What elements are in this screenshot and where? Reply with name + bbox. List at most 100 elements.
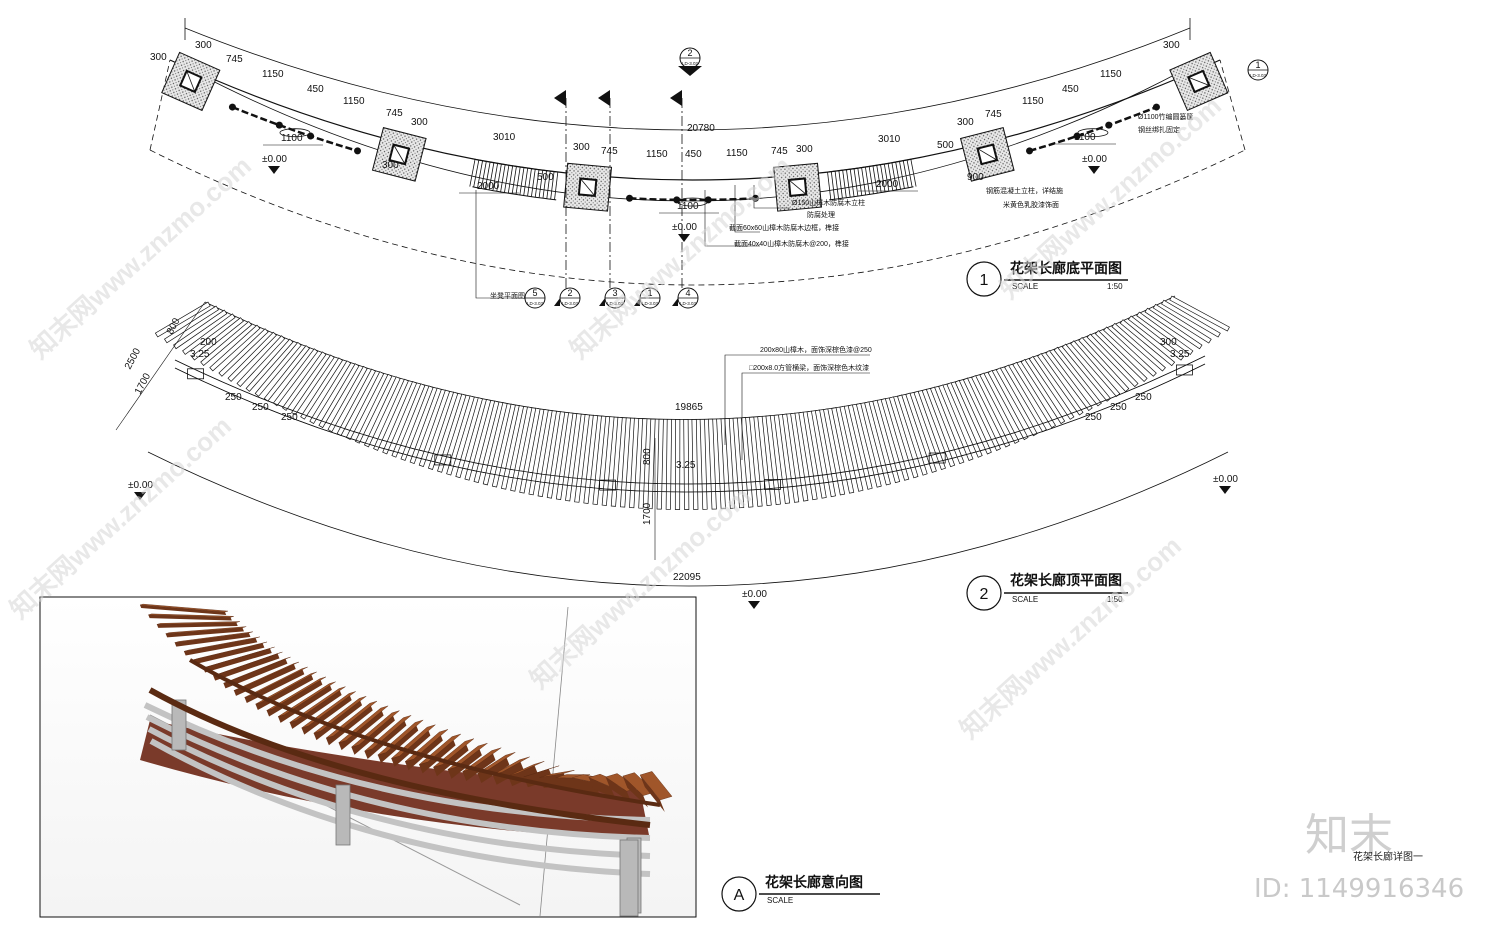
roof-slat xyxy=(1053,346,1102,407)
perspective-slat-side xyxy=(462,750,496,782)
dimension-label: 200 xyxy=(200,337,217,348)
roof-slat xyxy=(708,418,717,510)
column-block xyxy=(773,162,823,212)
dimension-label: 745 xyxy=(226,54,243,65)
perspective-slat-side xyxy=(193,643,265,665)
perspective-slat xyxy=(266,676,327,711)
bench-slat xyxy=(504,165,510,193)
section-mark: 5LD-3.03 xyxy=(524,287,546,309)
bench-edge xyxy=(472,158,557,173)
perspective-slat-side xyxy=(588,777,616,799)
perspective-corridor xyxy=(139,603,673,917)
roof-slat xyxy=(872,399,901,484)
bench-slat xyxy=(891,162,898,191)
roof-slat xyxy=(716,418,726,510)
post xyxy=(1152,103,1160,111)
perspective-slat-side xyxy=(140,605,227,615)
roof-slat xyxy=(345,371,385,440)
dimension-label: 450 xyxy=(1062,84,1079,95)
perspective-slat xyxy=(523,765,560,778)
perspective-slat xyxy=(183,636,260,652)
svg-text:5: 5 xyxy=(532,288,537,298)
title-a-text: 花架长廊意向图 xyxy=(765,874,863,890)
post xyxy=(673,196,681,204)
dimension-label: 745 xyxy=(985,109,1002,120)
roof-slat xyxy=(962,377,1001,451)
annotation-note: 防腐处理 xyxy=(807,210,835,219)
roof-slat xyxy=(291,354,335,416)
roof-slat xyxy=(864,401,891,486)
post xyxy=(626,194,634,202)
dimension-label: 1150 xyxy=(262,69,284,80)
brand-logo: 知末 xyxy=(1305,810,1393,861)
roof-slat xyxy=(1037,353,1084,416)
floor-plan-drawing xyxy=(149,18,1246,286)
perspective-slat xyxy=(508,761,545,777)
perspective-slat-side xyxy=(156,622,238,628)
planter-basket xyxy=(677,197,708,207)
dimension-label: 1150 xyxy=(343,96,365,107)
bench-slat xyxy=(496,163,502,192)
roof-slat xyxy=(790,412,809,502)
column-block xyxy=(371,126,427,182)
dimension-label: 250 xyxy=(1085,412,1102,423)
dimension-label: 250 xyxy=(1110,402,1127,413)
bench-edge xyxy=(829,186,914,201)
annotation-note: 截面40x40山樟木防腐木@200，榫接 xyxy=(734,239,849,248)
bench-edge xyxy=(472,186,557,201)
bench-slat xyxy=(861,167,867,196)
dimension-label: 1100 xyxy=(1074,132,1096,143)
perspective-slat xyxy=(233,661,300,691)
dimension-label: 250 xyxy=(281,412,298,423)
roof-slat xyxy=(1119,319,1176,367)
post xyxy=(704,196,712,204)
roof-slat xyxy=(236,335,286,387)
base-curb xyxy=(147,726,651,859)
perspective-slat-side xyxy=(233,663,296,696)
roof-slat xyxy=(749,416,763,507)
roof-slat xyxy=(382,381,418,455)
dimension-label: 745 xyxy=(601,146,618,157)
dimension-label: 300 xyxy=(195,40,212,51)
roof-slat xyxy=(473,400,500,484)
bench-slat xyxy=(542,170,547,199)
perspective-slat xyxy=(462,747,502,772)
bench-slat xyxy=(530,169,536,197)
brand-block: 知末 花架长廊详图一 ID: 1149916346 xyxy=(1254,810,1464,904)
bench-slat xyxy=(910,159,917,187)
level-mark: ±0.00 xyxy=(742,589,767,600)
total-dimension: 20780 xyxy=(687,123,715,134)
dimension-label: 450 xyxy=(307,84,324,95)
perspective-slat-side xyxy=(183,638,258,656)
column-block xyxy=(959,127,1015,182)
perspective-slat-side xyxy=(213,653,280,681)
annotation-note: Ø150山樟木防腐木立柱 xyxy=(792,198,865,207)
roof-plan-labels: 1986522095200x80山樟木，面饰深棕色漆@250□200x8.0方管… xyxy=(115,301,1238,609)
roof-slat xyxy=(409,387,442,465)
dimension-label: 250 xyxy=(225,392,242,403)
level-mark: ±0.00 xyxy=(128,480,153,491)
roof-slat xyxy=(921,388,956,468)
post-marker xyxy=(1176,364,1193,376)
post xyxy=(1105,121,1113,129)
annotation-note: 截面60x60山樟木防腐木边框，榫接 xyxy=(729,223,839,232)
roof-slat xyxy=(757,415,772,506)
bench-slat xyxy=(834,171,839,199)
roof-note-1: 200x80山樟木，面饰深棕色漆@250 xyxy=(760,345,872,354)
perspective-slat xyxy=(156,621,240,625)
annotation-note: 米黄色乳胶漆饰面 xyxy=(1003,200,1059,209)
dimension-label: 300 xyxy=(411,117,428,128)
post xyxy=(228,103,236,111)
svg-text:LD-3.03: LD-3.03 xyxy=(1250,73,1267,78)
dimension-label: 3.25 xyxy=(190,349,210,360)
bench-slat xyxy=(534,169,540,198)
dimension-label: 300 xyxy=(382,160,399,171)
image-id: ID: 1149916346 xyxy=(1254,874,1464,904)
svg-text:LD-3.03: LD-3.03 xyxy=(607,301,624,306)
dimension-label: 1700 xyxy=(133,371,153,396)
bench-slat xyxy=(480,161,487,189)
watermark-text: 知末网www.znzmo.com xyxy=(954,530,1187,744)
dimension-label: 3010 xyxy=(493,132,516,143)
roof-slat xyxy=(427,391,459,470)
bench-slat xyxy=(488,162,495,191)
